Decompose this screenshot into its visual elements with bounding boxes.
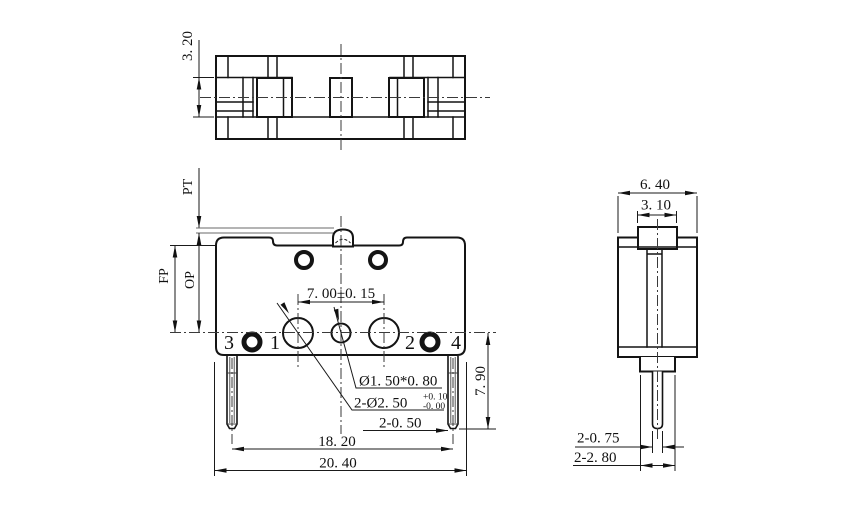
cover-rivet-hole-left: [294, 250, 314, 270]
terminal-number-1: 1: [270, 332, 280, 354]
dim-op-label: OP: [183, 271, 198, 289]
dim-side-base-width-label: 2-2. 80: [574, 450, 617, 466]
dim-hole-pitch: 7. 00±0. 15: [298, 286, 384, 305]
leader-mount-holes-label: 2-Ø2. 50: [354, 396, 407, 412]
dim-base-height-label: 3. 20: [180, 31, 196, 61]
front-view: PT OP FP: [157, 168, 496, 476]
dim-fp-label: FP: [157, 268, 172, 284]
dim-body-width-label: 20. 40: [319, 456, 357, 472]
cover-rivet-hole-right: [368, 250, 388, 270]
leader-mount-holes-tol-plus: +0. 10: [423, 393, 448, 403]
dim-terminal-length: 7. 90: [459, 333, 496, 430]
leader-terminal-thickness: 2-0. 50: [363, 416, 448, 433]
leader-terminal-thickness-label: 2-0. 50: [379, 416, 422, 432]
terminal-rivet-4: [419, 331, 441, 353]
terminal-number-2: 2: [405, 332, 415, 354]
terminal-rivet-3: [241, 331, 263, 353]
dim-side-base-width: 2-2. 80: [573, 375, 676, 471]
dim-pt: PT: [181, 168, 202, 228]
dim-plunger-width: 3. 10: [637, 198, 677, 223]
dim-terminal-pitch: 18. 20: [232, 434, 453, 452]
leader-center-hole-label: Ø1. 50*0. 80: [359, 374, 437, 390]
terminal-number-3: 3: [224, 332, 234, 354]
dim-pt-label: PT: [181, 178, 196, 195]
dim-side-terminal-width: 2-0. 75: [575, 431, 684, 453]
dim-body-width: 20. 40: [214, 362, 467, 476]
plunger: [332, 228, 354, 248]
dim-op: OP: [183, 233, 202, 333]
dim-terminal-length-label: 7. 90: [473, 366, 489, 396]
leader-center-hole: Ø1. 50*0. 80: [333, 306, 442, 390]
top-view: [200, 44, 490, 152]
dim-base-height: 3. 20: [180, 31, 214, 118]
side-view: 6. 40 3. 10 2-0. 75 2-2. 80: [573, 177, 698, 471]
dim-side-depth-label: 6. 40: [640, 177, 670, 193]
dim-plunger-width-label: 3. 10: [641, 198, 671, 214]
dim-side-depth: 6. 40: [617, 177, 698, 233]
dim-hole-pitch-label: 7. 00±0. 15: [307, 286, 375, 302]
terminal-number-4: 4: [451, 332, 461, 354]
dim-side-terminal-width-label: 2-0. 75: [577, 431, 620, 447]
leader-mount-holes: 2-Ø2. 50 +0. 10 -0. 00: [276, 302, 448, 412]
leader-mount-holes-tol-minus: -0. 00: [423, 402, 445, 412]
dim-terminal-pitch-label: 18. 20: [318, 434, 356, 450]
